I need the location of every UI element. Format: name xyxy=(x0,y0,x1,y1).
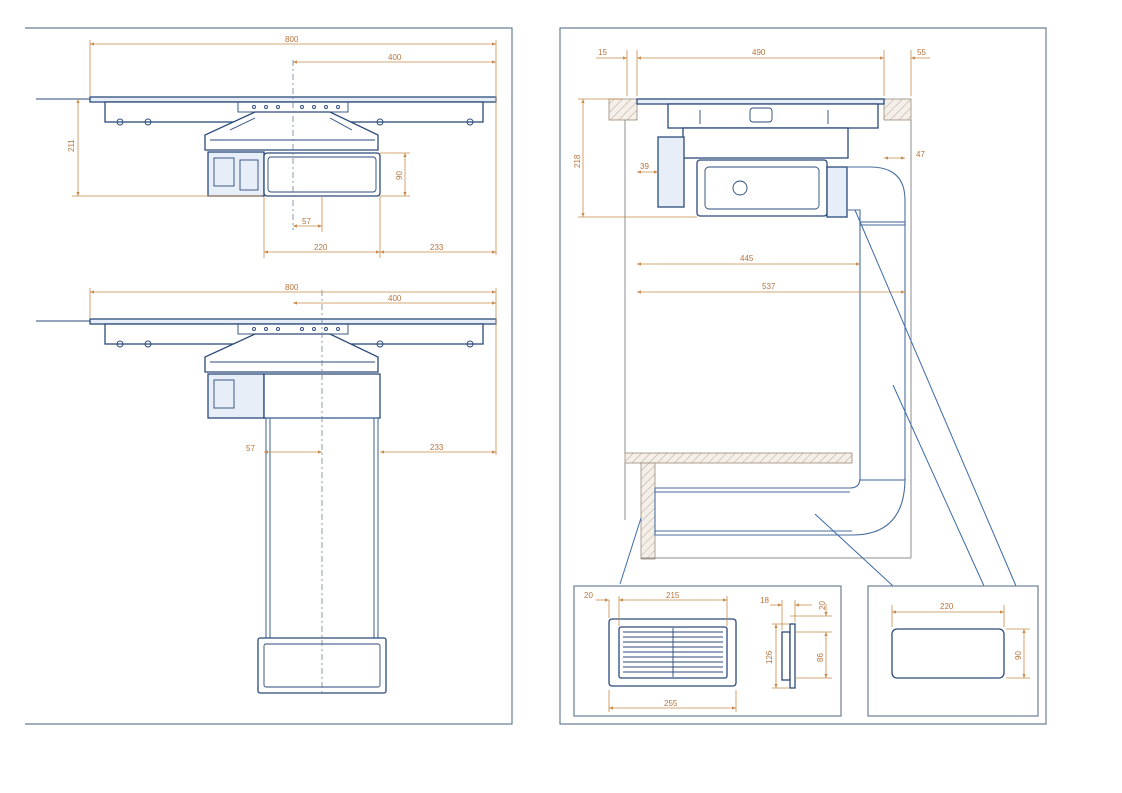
dim-top-offset: 57 xyxy=(302,217,311,226)
motor-unit-2 xyxy=(207,373,265,419)
dim-grille-height: 126 xyxy=(765,650,774,664)
side-view-dimensions: 15 490 55 218 39 47 445 537 xyxy=(573,48,930,294)
hob-sub-body xyxy=(682,127,849,159)
dim-bottom-offset: 57 xyxy=(246,444,255,453)
dim-grille-margin: 20 xyxy=(584,591,593,600)
side-view-cabinet xyxy=(608,98,912,560)
top-view-assembly xyxy=(36,60,497,230)
cabinet-shelf xyxy=(624,452,853,464)
duct-outlet xyxy=(263,152,381,197)
dim-top-height: 211 xyxy=(67,139,76,152)
dim-duct-width: 220 xyxy=(940,602,954,611)
hob-plate-side xyxy=(636,98,885,105)
right-panel xyxy=(559,27,1047,725)
dim-grille-total: 255 xyxy=(664,699,678,708)
dim-top-half: 400 xyxy=(388,53,402,62)
dim-top-duct-w: 220 xyxy=(314,243,328,252)
dim-side-height: 218 xyxy=(573,154,582,168)
plinth-front xyxy=(640,462,656,560)
control-box xyxy=(657,136,685,208)
worktop-right xyxy=(883,98,912,121)
duct-collar xyxy=(263,373,381,419)
fan-housing-2 xyxy=(204,333,379,373)
duct-vertical-side xyxy=(859,221,906,481)
side-view-appliance xyxy=(636,98,906,536)
hob-top-plate-2 xyxy=(89,318,497,325)
dim-side-depth2: 537 xyxy=(762,282,776,291)
hob-body-side xyxy=(667,103,879,129)
dim-grille-frame-d: 18 xyxy=(760,596,769,605)
duct-section xyxy=(891,628,1005,679)
left-panel xyxy=(25,27,513,725)
grille-detail: 20 215 255 18 20 126 86 xyxy=(573,585,842,717)
duct-elbow-top xyxy=(847,166,906,226)
dim-grille-inner-h: 86 xyxy=(816,653,825,662)
motor-unit xyxy=(207,151,265,197)
dim-top-duct-h: 90 xyxy=(395,171,404,180)
dim-grille-frame-m: 20 xyxy=(818,601,827,610)
worktop-left xyxy=(608,98,638,121)
dim-side-depth1: 445 xyxy=(740,254,754,263)
dim-grille-width: 215 xyxy=(666,591,680,600)
dim-side-left: 15 xyxy=(598,48,607,57)
duct-elbow-bottom xyxy=(654,477,906,536)
bottom-view-dimensions: 800 400 57 233 xyxy=(89,283,497,455)
dim-side-gap: 47 xyxy=(916,150,925,159)
dim-top-width: 800 xyxy=(285,35,299,44)
fan-unit-side xyxy=(696,159,828,217)
dim-duct-height: 90 xyxy=(1014,651,1023,660)
dim-side-right: 55 xyxy=(917,48,926,57)
dim-bottom-width: 800 xyxy=(285,283,299,292)
detail-leader-lines xyxy=(619,209,1017,587)
grille-side-profile xyxy=(781,631,791,681)
dim-bottom-half: 400 xyxy=(388,294,402,303)
duct-detail: 220 90 xyxy=(867,585,1039,717)
top-view-dimensions: 800 400 211 90 57 220 233 xyxy=(67,35,497,258)
dim-side-width: 490 xyxy=(752,48,766,57)
dim-side-motor: 39 xyxy=(640,162,649,171)
dim-top-side: 233 xyxy=(430,243,444,252)
dim-bottom-side: 233 xyxy=(430,443,444,452)
bottom-view-assembly xyxy=(36,290,497,695)
